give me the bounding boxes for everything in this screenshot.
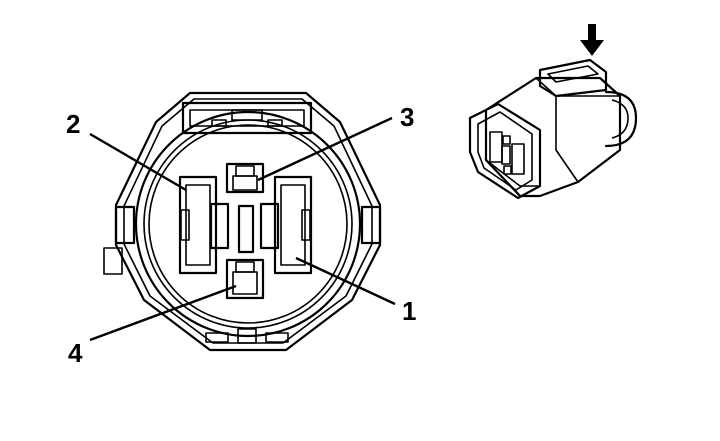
pin-label-3: 3: [400, 102, 414, 132]
terminal-cavity-3: [225, 162, 265, 194]
left-ear: [103, 205, 136, 275]
terminal-cavity-2: [178, 175, 230, 275]
connector-perspective-icon: [468, 58, 638, 200]
terminal-cavity-4: [225, 258, 265, 300]
leader-line-1: [295, 256, 396, 306]
center-divider: [237, 204, 255, 254]
leader-line-3: [257, 116, 393, 182]
pin-label-2: 2: [66, 109, 80, 139]
leader-line-4: [89, 284, 237, 342]
pin-label-1: 1: [402, 296, 416, 326]
connector-face-icon: [103, 91, 382, 352]
leader-line-2: [89, 132, 187, 192]
right-ear: [360, 205, 382, 245]
terminal-cavity-1: [259, 175, 313, 275]
pin-label-4: 4: [68, 338, 83, 368]
down-arrow-icon: [580, 24, 604, 56]
top-latch: [181, 101, 313, 135]
